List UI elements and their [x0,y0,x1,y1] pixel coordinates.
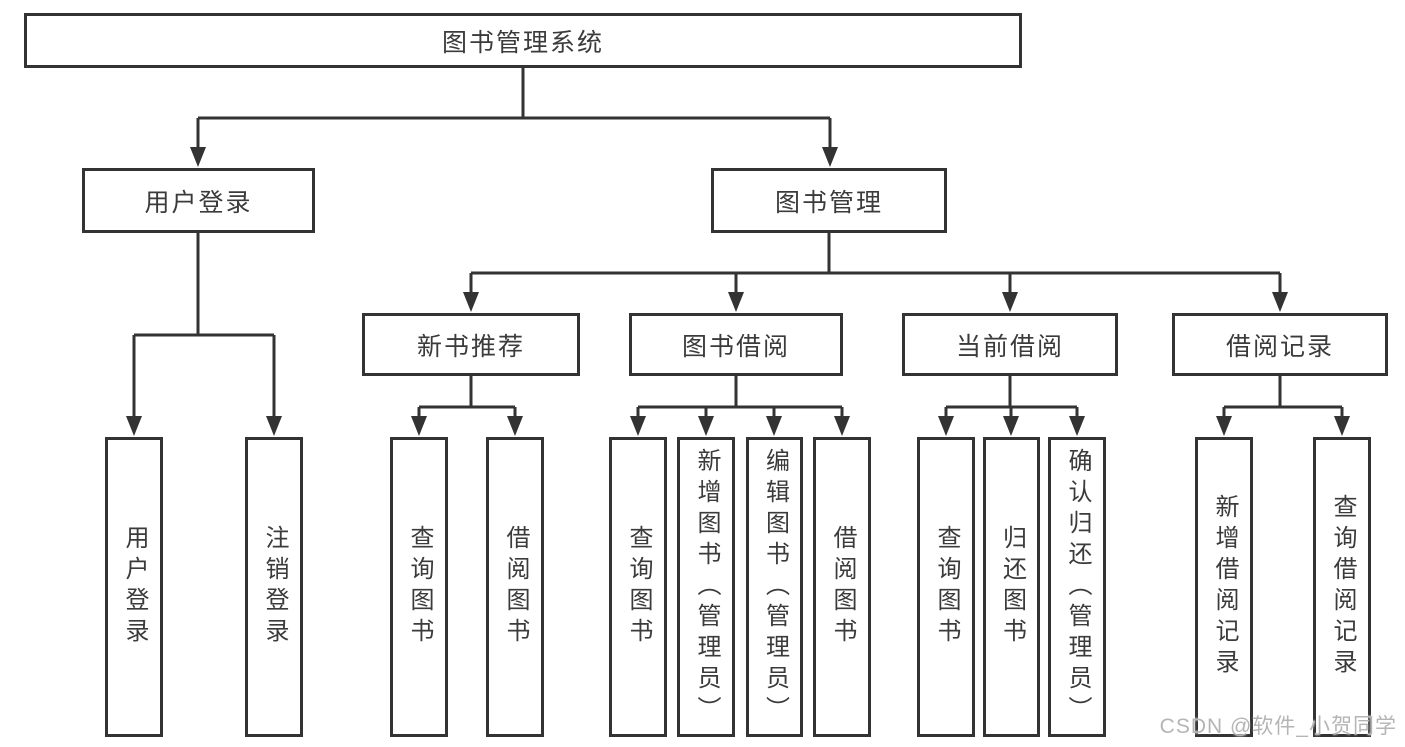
node-user-login: 用户登录 [82,168,315,233]
arrowheads [126,147,1350,436]
leaf-query-books-current: 查询图书 [917,437,975,737]
node-root-system: 图书管理系统 [24,13,1022,68]
leaf-borrow-books-newbook-label: 借阅图书 [502,525,529,649]
node-book-management: 图书管理 [711,168,947,233]
connector-userlogin-to-leaves [132,233,276,421]
leaf-add-books-admin-label: 新增图书（管理员） [693,447,720,727]
leaf-add-borrow-record: 新增借阅记录 [1195,437,1253,737]
leaf-query-borrow-record-label: 查询借阅记录 [1329,494,1356,680]
connector-bookmgmt-to-level3 [469,233,1282,297]
leaf-query-books-newbook: 查询图书 [390,437,448,737]
leaf-logout-label: 注销登录 [261,525,288,649]
leaf-user-login-label: 用户登录 [121,525,148,649]
leaf-borrow-books-borrow-label: 借阅图书 [829,525,856,649]
leaf-edit-books-admin: 编辑图书（管理员） [746,437,803,737]
leaf-add-borrow-record-label: 新增借阅记录 [1211,494,1238,680]
connector-bookborrow-to-leaves [636,376,844,421]
leaf-edit-books-admin-label: 编辑图书（管理员） [761,447,789,727]
leaf-borrow-books-newbook: 借阅图书 [486,437,544,737]
leaf-confirm-return-admin-label: 确认归还（管理员） [1064,447,1091,727]
node-current-borrow: 当前借阅 [902,313,1118,376]
connector-root-to-level2 [196,68,832,152]
watermark: CSDN @软件_小贺同学 [1159,715,1397,738]
leaf-query-books-newbook-label: 查询图书 [406,525,433,649]
connector-borrowrecord-to-leaves [1222,376,1344,421]
connector-currentborrow-to-leaves [944,376,1079,421]
leaf-user-login: 用户登录 [105,437,163,737]
leaf-return-books: 归还图书 [983,437,1040,737]
leaf-query-books-borrow: 查询图书 [609,437,667,737]
leaf-confirm-return-admin: 确认归还（管理员） [1048,437,1106,737]
leaf-logout: 注销登录 [245,437,303,737]
node-new-book-recommend: 新书推荐 [362,313,580,376]
leaf-add-books-admin: 新增图书（管理员） [677,437,735,737]
leaf-query-borrow-record: 查询借阅记录 [1313,437,1371,737]
node-book-borrow: 图书借阅 [629,313,843,376]
leaf-query-books-borrow-label: 查询图书 [625,525,652,649]
leaf-query-books-current-label: 查询图书 [933,525,960,649]
connector-newbook-to-leaves [417,376,517,421]
leaf-borrow-books-borrow: 借阅图书 [813,437,871,737]
leaf-return-books-label: 归还图书 [998,525,1026,649]
node-borrow-records: 借阅记录 [1172,313,1388,376]
